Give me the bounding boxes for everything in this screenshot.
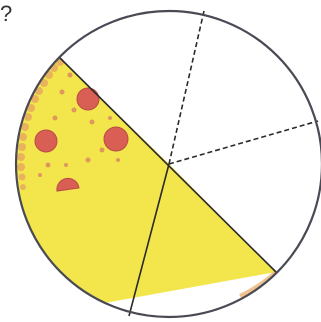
pizza-fraction-icon [0,0,321,322]
